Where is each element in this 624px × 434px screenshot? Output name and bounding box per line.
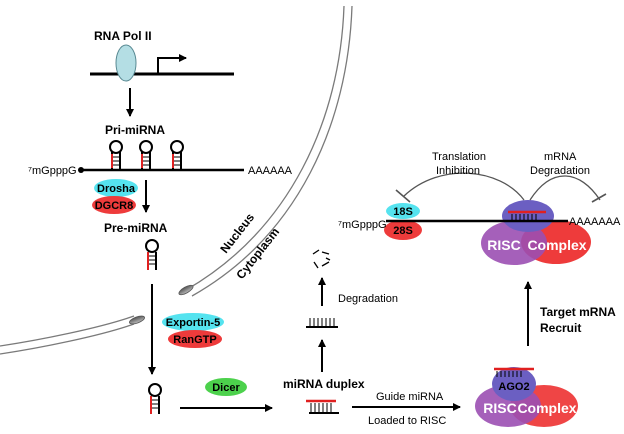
pre-mirna-hairpin — [145, 239, 159, 270]
translation-inhibition-arc — [403, 172, 525, 201]
nuclear-pore-lower — [129, 315, 145, 325]
pri-hairpin-1 — [109, 140, 123, 170]
cytoplasmic-pre-mirna — [148, 383, 162, 414]
target-polya-label: AAAAAAA — [569, 216, 621, 228]
passenger-strand-icon — [306, 318, 338, 328]
degraded-fragments-icon — [312, 249, 331, 269]
pri-cap-label: ⁷mGpppG — [28, 165, 77, 177]
dicer-oval — [205, 378, 247, 396]
recruit-label: Recruit — [540, 321, 581, 335]
pri-hairpin-2 — [139, 140, 153, 170]
degradation-label: Degradation — [338, 293, 398, 305]
ribosome-18s-label: 18S — [393, 206, 413, 218]
mrna-degradation-label: Degradation — [530, 165, 590, 177]
pre-mirna-label: Pre-miRNA — [104, 221, 168, 235]
ago2-oval — [492, 367, 536, 401]
mirna-duplex-label: miRNA duplex — [283, 377, 365, 391]
lower-risc-label: RISC — [483, 400, 516, 416]
translation-inhibition-bar — [395, 189, 411, 203]
mrna-label: mRNA — [544, 151, 577, 163]
upper-risc-label: RISC — [487, 237, 520, 253]
ribosome-28s-label: 28S — [393, 225, 413, 237]
nuclear-membrane — [0, 5, 353, 355]
dgcr8-oval — [92, 196, 136, 214]
inhibition-label: Inhibition — [436, 165, 480, 177]
target-mirna-binding — [508, 210, 546, 220]
lower-complex-label: Complex — [517, 400, 576, 416]
dicer-label: Dicer — [212, 382, 240, 394]
nuclear-pore-upper — [178, 284, 194, 296]
exportin5-oval — [162, 313, 224, 331]
dgcr8-label: DGCR8 — [95, 200, 134, 212]
pri-hairpin-3 — [170, 140, 184, 170]
rna-pol-ii-icon — [115, 44, 137, 82]
drosha-label: Drosha — [97, 183, 136, 195]
rna-pol-ii-label: RNA Pol II — [94, 29, 152, 43]
loaded-to-risc-label: Loaded to RISC — [368, 415, 446, 427]
mrna-degradation-arc — [529, 175, 601, 201]
rangtp-label: RanGTP — [173, 334, 216, 346]
upper-complex-label: Complex — [527, 237, 586, 253]
rangtp-oval — [168, 330, 222, 348]
pri-polya-label: AAAAAA — [248, 165, 293, 177]
ribosome-28s-oval — [384, 220, 422, 240]
upper-risc-complex — [481, 200, 591, 265]
exportin5-label: Exportin-5 — [166, 317, 220, 329]
transcription-start-arrow — [157, 54, 187, 74]
pri-mirna-label: Pri-miRNA — [105, 123, 165, 137]
target-cap-label: ⁷mGpppG — [338, 219, 387, 231]
guide-mirna-label: Guide miRNA — [376, 391, 444, 403]
translation-label: Translation — [432, 151, 486, 163]
mirna-duplex-icon — [306, 399, 339, 414]
ribosome-18s-oval — [386, 203, 420, 219]
target-mrna-label: Target mRNA — [540, 305, 616, 319]
lower-risc-complex — [475, 367, 578, 427]
mrna-degradation-bar — [591, 193, 607, 203]
lower-risc-mirna — [494, 367, 534, 377]
drosha-oval — [94, 179, 138, 197]
ago2-label: AGO2 — [498, 381, 529, 393]
